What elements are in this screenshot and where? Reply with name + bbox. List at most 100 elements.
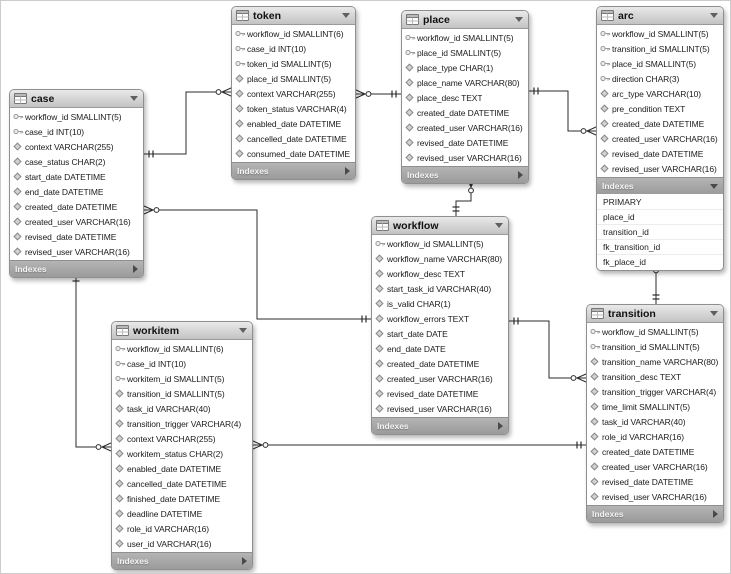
- field-text: place_id SMALLINT(5): [612, 58, 696, 69]
- column-diamond-icon: [405, 153, 417, 162]
- relationship-case-workitem[interactable]: [72, 272, 112, 452]
- field-text: context VARCHAR(255): [127, 433, 216, 444]
- field-row-transition_id: transition_id SMALLINT(5): [587, 339, 723, 354]
- field-row-place_type: place_type CHAR(1): [402, 60, 528, 75]
- field-row-context: context VARCHAR(255): [232, 86, 355, 101]
- table-title: place: [423, 13, 450, 26]
- field-text: case_status CHAR(2): [25, 156, 106, 167]
- field-text: created_user VARCHAR(16): [417, 122, 523, 133]
- column-diamond-icon: [235, 74, 247, 83]
- field-row-finished_date: finished_date DATETIME: [112, 491, 252, 506]
- field-row-start_date: start_date DATE: [372, 326, 508, 341]
- field-text: workitem_id SMALLINT(5): [127, 373, 225, 384]
- field-row-revised_user: revised_user VARCHAR(16): [10, 244, 143, 259]
- field-row-workflow_desc: workflow_desc TEXT: [372, 266, 508, 281]
- relationship-case-token[interactable]: [144, 87, 232, 158]
- collapse-indexes-arrow-icon[interactable]: [710, 183, 718, 189]
- field-row-revised_date: revised_date DATETIME: [372, 386, 508, 401]
- primary-key-icon: [115, 359, 127, 368]
- field-list: workflow_id SMALLINT(5) transition_id SMA…: [587, 323, 723, 505]
- expand-indexes-arrow-icon[interactable]: [713, 510, 718, 518]
- field-text: workflow_name VARCHAR(80): [387, 253, 502, 264]
- field-text: created_user VARCHAR(16): [387, 373, 493, 384]
- table-place[interactable]: place workflow_id SMALLINT(5)place_id SMA…: [401, 10, 529, 184]
- field-row-created_date: created_date DATETIME: [587, 444, 723, 459]
- field-row-transition_trigger: transition_trigger VARCHAR(4): [112, 416, 252, 431]
- field-text: role_id VARCHAR(16): [602, 431, 685, 442]
- column-diamond-icon: [235, 89, 247, 98]
- table-workflow-header[interactable]: workflow: [372, 217, 508, 235]
- column-diamond-icon: [13, 247, 25, 256]
- field-row-case_status: case_status CHAR(2): [10, 154, 143, 169]
- field-list: workflow_id SMALLINT(5)place_id SMALLINT…: [402, 29, 528, 166]
- field-row-workflow_id: workflow_id SMALLINT(5): [587, 324, 723, 339]
- collapse-arrow-icon[interactable]: [495, 223, 503, 228]
- column-diamond-icon: [375, 404, 387, 413]
- collapse-arrow-icon[interactable]: [130, 96, 138, 101]
- field-text: context VARCHAR(255): [25, 141, 114, 152]
- table-workitem-header[interactable]: workitem: [112, 322, 252, 340]
- index-row-PRIMARY: PRIMARY: [597, 195, 723, 210]
- relationship-workitem-transition[interactable]: [252, 440, 586, 450]
- expand-indexes-arrow-icon[interactable]: [345, 167, 350, 175]
- field-row-case_id: case_id INT(10): [232, 41, 355, 56]
- relationship-place-arc[interactable]: [529, 87, 597, 136]
- index-row-place_id: place_id: [597, 210, 723, 225]
- field-row-workflow_id: workflow_id SMALLINT(5): [372, 236, 508, 251]
- collapse-arrow-icon[interactable]: [342, 13, 350, 18]
- table-arc-indexes-bar[interactable]: Indexes: [597, 177, 723, 194]
- table-arc[interactable]: arc workflow_id SMALLINT(5) transition_id …: [596, 6, 724, 271]
- relationship-token-place[interactable]: [355, 89, 401, 99]
- field-text: workitem_status CHAR(2): [127, 448, 223, 459]
- field-row-place_desc: place_desc TEXT: [402, 90, 528, 105]
- collapse-arrow-icon[interactable]: [515, 17, 523, 22]
- expand-indexes-arrow-icon[interactable]: [242, 557, 247, 565]
- table-workitem-indexes-bar[interactable]: Indexes: [112, 552, 252, 569]
- relationship-workflow-transition[interactable]: [509, 317, 587, 383]
- table-arc-header[interactable]: arc: [597, 7, 723, 25]
- collapse-arrow-icon[interactable]: [239, 328, 247, 333]
- table-token-indexes-bar[interactable]: Indexes: [232, 162, 355, 179]
- table-place-indexes-bar[interactable]: Indexes: [402, 166, 528, 183]
- relationship-case-workflow[interactable]: [143, 205, 371, 323]
- field-text: transition_id SMALLINT(5): [612, 43, 710, 54]
- table-place-header[interactable]: place: [402, 11, 528, 29]
- primary-key-icon: [235, 29, 247, 38]
- table-workflow[interactable]: workflow workflow_id SMALLINT(5) workflow_…: [371, 216, 509, 435]
- table-case-header[interactable]: case: [10, 90, 143, 108]
- field-text: workflow_id SMALLINT(5): [387, 238, 484, 249]
- table-case-indexes-bar[interactable]: Indexes: [10, 260, 143, 277]
- field-text: workflow_id SMALLINT(5): [25, 111, 122, 122]
- column-diamond-icon: [600, 119, 612, 128]
- expand-indexes-arrow-icon[interactable]: [498, 422, 503, 430]
- field-row-time_limit: time_limit SMALLINT(5): [587, 399, 723, 414]
- column-diamond-icon: [115, 404, 127, 413]
- index-row-transition_id: transition_id: [597, 225, 723, 240]
- field-text: time_limit SMALLINT(5): [602, 401, 691, 412]
- table-workflow-indexes-bar[interactable]: Indexes: [372, 417, 508, 434]
- collapse-arrow-icon[interactable]: [710, 13, 718, 18]
- field-row-case_id: case_id INT(10): [112, 356, 252, 371]
- column-diamond-icon: [13, 157, 25, 166]
- field-text: transition_desc TEXT: [602, 371, 682, 382]
- field-list: workflow_id SMALLINT(6)case_id INT(10)wo…: [112, 340, 252, 552]
- field-text: revised_user VARCHAR(16): [387, 403, 492, 414]
- field-text: cancelled_date DATETIME: [127, 478, 227, 489]
- table-transition-header[interactable]: transition: [587, 305, 723, 323]
- field-text: workflow_id SMALLINT(5): [612, 28, 709, 39]
- column-diamond-icon: [13, 202, 25, 211]
- expand-indexes-arrow-icon[interactable]: [133, 265, 138, 273]
- table-transition[interactable]: transition workflow_id SMALLINT(5) transit…: [586, 304, 724, 523]
- field-text: created_user VARCHAR(16): [25, 216, 131, 227]
- field-text: created_date DATETIME: [417, 107, 510, 118]
- column-diamond-icon: [375, 314, 387, 323]
- table-token-header[interactable]: token: [232, 7, 355, 25]
- collapse-arrow-icon[interactable]: [710, 311, 718, 316]
- expand-indexes-arrow-icon[interactable]: [518, 171, 523, 179]
- table-transition-indexes-bar[interactable]: Indexes: [587, 505, 723, 522]
- field-text: workflow_id SMALLINT(5): [602, 326, 699, 337]
